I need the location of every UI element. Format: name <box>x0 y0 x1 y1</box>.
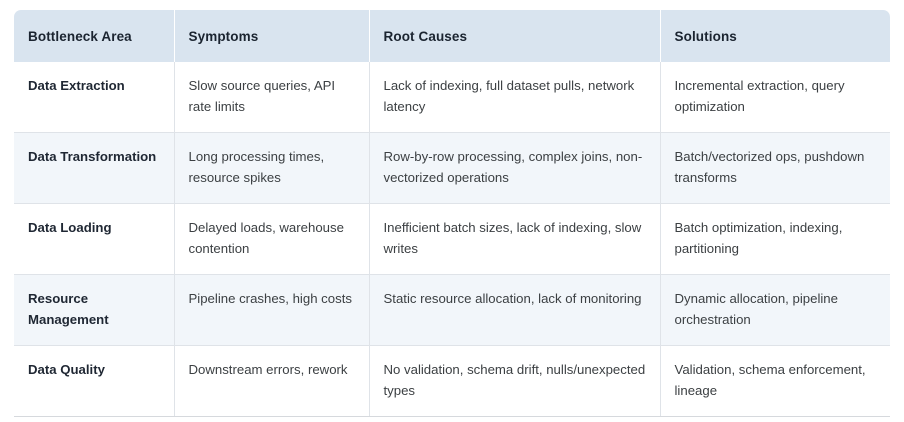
cell-solutions: Dynamic allocation, pipeline orchestrati… <box>660 274 890 346</box>
cell-root-causes: No validation, schema drift, nulls/unexp… <box>369 345 661 417</box>
cell-bottleneck-area: Data Transformation <box>14 132 175 204</box>
cell-solutions: Validation, schema enforcement, lineage <box>660 345 890 417</box>
table-header-row: Bottleneck Area Symptoms Root Causes Sol… <box>14 10 890 62</box>
cell-symptoms: Downstream errors, rework <box>174 345 370 417</box>
table-row: Data Quality Downstream errors, rework N… <box>14 345 890 417</box>
table-row: Data Loading Delayed loads, warehouse co… <box>14 203 890 275</box>
cell-bottleneck-area: Data Extraction <box>14 62 175 133</box>
table-header: Bottleneck Area Symptoms Root Causes Sol… <box>14 10 890 62</box>
table-body: Data Extraction Slow source queries, API… <box>14 62 890 417</box>
cell-bottleneck-area: Data Loading <box>14 203 175 275</box>
cell-symptoms: Delayed loads, warehouse contention <box>174 203 370 275</box>
column-header-symptoms: Symptoms <box>174 10 370 62</box>
column-header-solutions: Solutions <box>660 10 890 62</box>
cell-root-causes: Row-by-row processing, complex joins, no… <box>369 132 661 204</box>
bottleneck-table-container: Bottleneck Area Symptoms Root Causes Sol… <box>14 10 890 417</box>
column-header-root-causes: Root Causes <box>369 10 661 62</box>
cell-symptoms: Slow source queries, API rate limits <box>174 62 370 133</box>
cell-solutions: Batch optimization, indexing, partitioni… <box>660 203 890 275</box>
cell-bottleneck-area: Resource Management <box>14 274 175 346</box>
cell-root-causes: Lack of indexing, full dataset pulls, ne… <box>369 62 661 133</box>
cell-bottleneck-area: Data Quality <box>14 345 175 417</box>
cell-symptoms: Pipeline crashes, high costs <box>174 274 370 346</box>
table-row: Resource Management Pipeline crashes, hi… <box>14 274 890 346</box>
cell-solutions: Batch/vectorized ops, pushdown transform… <box>660 132 890 204</box>
table-row: Data Transformation Long processing time… <box>14 132 890 204</box>
cell-root-causes: Inefficient batch sizes, lack of indexin… <box>369 203 661 275</box>
cell-solutions: Incremental extraction, query optimizati… <box>660 62 890 133</box>
bottleneck-table: Bottleneck Area Symptoms Root Causes Sol… <box>14 10 890 417</box>
table-row: Data Extraction Slow source queries, API… <box>14 62 890 133</box>
column-header-bottleneck-area: Bottleneck Area <box>14 10 175 62</box>
cell-symptoms: Long processing times, resource spikes <box>174 132 370 204</box>
cell-root-causes: Static resource allocation, lack of moni… <box>369 274 661 346</box>
